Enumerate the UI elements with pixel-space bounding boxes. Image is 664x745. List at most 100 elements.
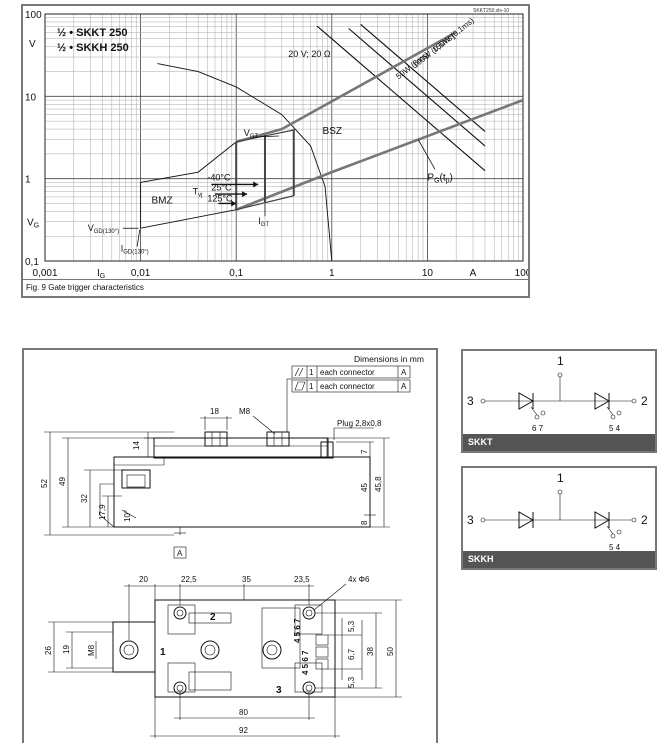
doc-ref: SKKT250.xls-10 — [473, 8, 509, 14]
pg-arrow — [417, 139, 436, 170]
x-tick-label: 100 — [515, 268, 528, 279]
dim-52: 52 — [40, 479, 49, 488]
terminal-1: 1 — [160, 647, 166, 658]
dim-6-7: 6,7 — [347, 648, 356, 660]
dim-8: 8 — [360, 520, 369, 525]
x-unit: A — [470, 268, 477, 279]
dim-holes: 4x Φ6 — [348, 575, 370, 584]
x-tick-label: 1 — [329, 268, 335, 279]
skkt-label: SKKT — [463, 434, 655, 451]
temp-zone-bottom — [236, 195, 294, 211]
dim-14: 14 — [132, 441, 141, 450]
temp-label-2: 25°C — [211, 182, 232, 192]
y-tick-label: 1 — [25, 175, 31, 186]
x-tick-label: 0,01 — [131, 268, 151, 279]
pg-tp-sub: p — [446, 178, 450, 185]
tol-flat-value: 1 — [309, 382, 314, 391]
chart-curves — [140, 23, 524, 262]
x-tick-label: 10 — [422, 268, 434, 279]
dimensions-header: Dimensions in mm — [354, 354, 424, 364]
x-tick-label: 0,001 — [32, 268, 57, 279]
dim-26: 26 — [44, 646, 53, 655]
dim-45-8: 45,8 — [374, 476, 383, 492]
bsz-label: BSZ — [323, 126, 342, 137]
x-tick-label: 0,1 — [229, 268, 243, 279]
chart-panel: SKKT250.xls-10 0,0010,010,11101000,11101… — [21, 4, 530, 298]
tvj-label: Tvj — [193, 187, 203, 199]
dim-38: 38 — [366, 647, 375, 656]
y-tick-label: 0,1 — [25, 257, 39, 268]
skkt-panel: 1 3 2 6 7 5 4 SKKT — [461, 349, 657, 453]
tvj-sub: vj — [198, 193, 202, 199]
skkh-panel: 1 3 2 5 4 SKKH — [461, 466, 657, 570]
skkh-g2: 5 4 — [609, 543, 621, 552]
tolerance-flatness: 1 each connector A — [291, 379, 411, 393]
power-150w-curve — [360, 23, 486, 132]
top-view: 2 1 3 4 5 6 7 4 5 6 7 — [112, 599, 336, 698]
power-50w-curve — [316, 25, 486, 172]
y-symbol-sub: G — [34, 223, 39, 230]
y-symbol: VG — [27, 218, 39, 230]
igd-arrow — [136, 229, 141, 247]
igt-label: IGT — [258, 216, 269, 228]
dim-20: 20 — [139, 575, 148, 584]
dim-5-3b: 5,3 — [347, 676, 356, 688]
temp-label-1: -40°C — [207, 173, 231, 183]
dim-45: 45 — [360, 483, 369, 492]
tol-par-ref: A — [401, 368, 407, 377]
dim-17-9: 17,9 — [98, 504, 107, 520]
tol-flat-ref: A — [401, 382, 407, 391]
dim-80: 80 — [239, 708, 248, 717]
bmz-outline — [140, 141, 237, 229]
pins-a: 4 5 6 7 — [301, 650, 310, 675]
dim-23-5: 23,5 — [294, 575, 310, 584]
pins-b: 4 5 6 7 — [293, 618, 302, 643]
skkh-t2: 2 — [641, 513, 648, 527]
pg-tp-close: ) — [450, 173, 453, 184]
bmz-label: BMZ — [151, 195, 172, 206]
dim-49: 49 — [58, 477, 67, 486]
top-dims: 20 22,5 35 23,5 4x Φ6 26 19 M8 5,3 6,7 5… — [44, 575, 402, 738]
dim-5-3a: 5,3 — [347, 620, 356, 632]
ref-a-box: A — [177, 549, 183, 558]
tol-par-value: 1 — [309, 368, 314, 377]
dim-m8-top: M8 — [239, 407, 251, 416]
tolerance-parallel: 1 each connector A — [291, 365, 411, 379]
skkh-schematic: 1 3 2 5 4 — [467, 471, 648, 552]
skkt-t3: 3 — [467, 394, 474, 408]
chart-grid — [44, 13, 524, 262]
pg-label: PG(tp) — [427, 173, 452, 185]
skkt-g2: 5 4 — [609, 424, 621, 433]
tol-flat-text: each connector — [320, 382, 375, 391]
dim-35: 35 — [242, 575, 251, 584]
bsz-lower-band — [235, 98, 524, 211]
dim-7: 7 — [360, 449, 369, 454]
gate-trigger-chart: SKKT250.xls-10 0,0010,010,11101000,11101… — [25, 8, 528, 280]
bsz-upper-band — [235, 31, 457, 144]
igd-sub: GD(130°) — [123, 250, 148, 256]
dimensions-panel: Dimensions in mm 1 each connector A 1 ea… — [22, 348, 438, 743]
dim-92: 92 — [239, 726, 248, 735]
dim-32: 32 — [80, 494, 89, 503]
side-dims: 18 M8 Plug 2,8x0,8 14 52 49 32 17,9 — [40, 407, 390, 559]
skkt-t2: 2 — [641, 394, 648, 408]
terminal-2: 2 — [210, 612, 216, 623]
temp-arrowhead — [242, 191, 248, 198]
skkh-label: SKKH — [463, 551, 655, 568]
vgd-label: VGD(130°) — [88, 223, 119, 235]
x-symbol: IG — [97, 268, 105, 280]
load-line-curve — [157, 63, 333, 262]
pg-sub: G — [434, 178, 439, 185]
temp-arrowhead — [231, 200, 237, 207]
y-tick-label: 100 — [25, 10, 42, 21]
power-100w-curve — [348, 28, 486, 147]
bmz-base — [140, 209, 237, 229]
chart-title-2: ½ • SKKH 250 — [57, 42, 129, 54]
dim-m8-side: M8 — [87, 644, 96, 656]
temp-arrowhead — [253, 181, 259, 188]
vgt-arrow — [253, 135, 279, 138]
dim-plug: Plug 2,8x0,8 — [337, 419, 382, 428]
skkt-t1: 1 — [557, 354, 564, 368]
dim-18: 18 — [210, 407, 219, 416]
